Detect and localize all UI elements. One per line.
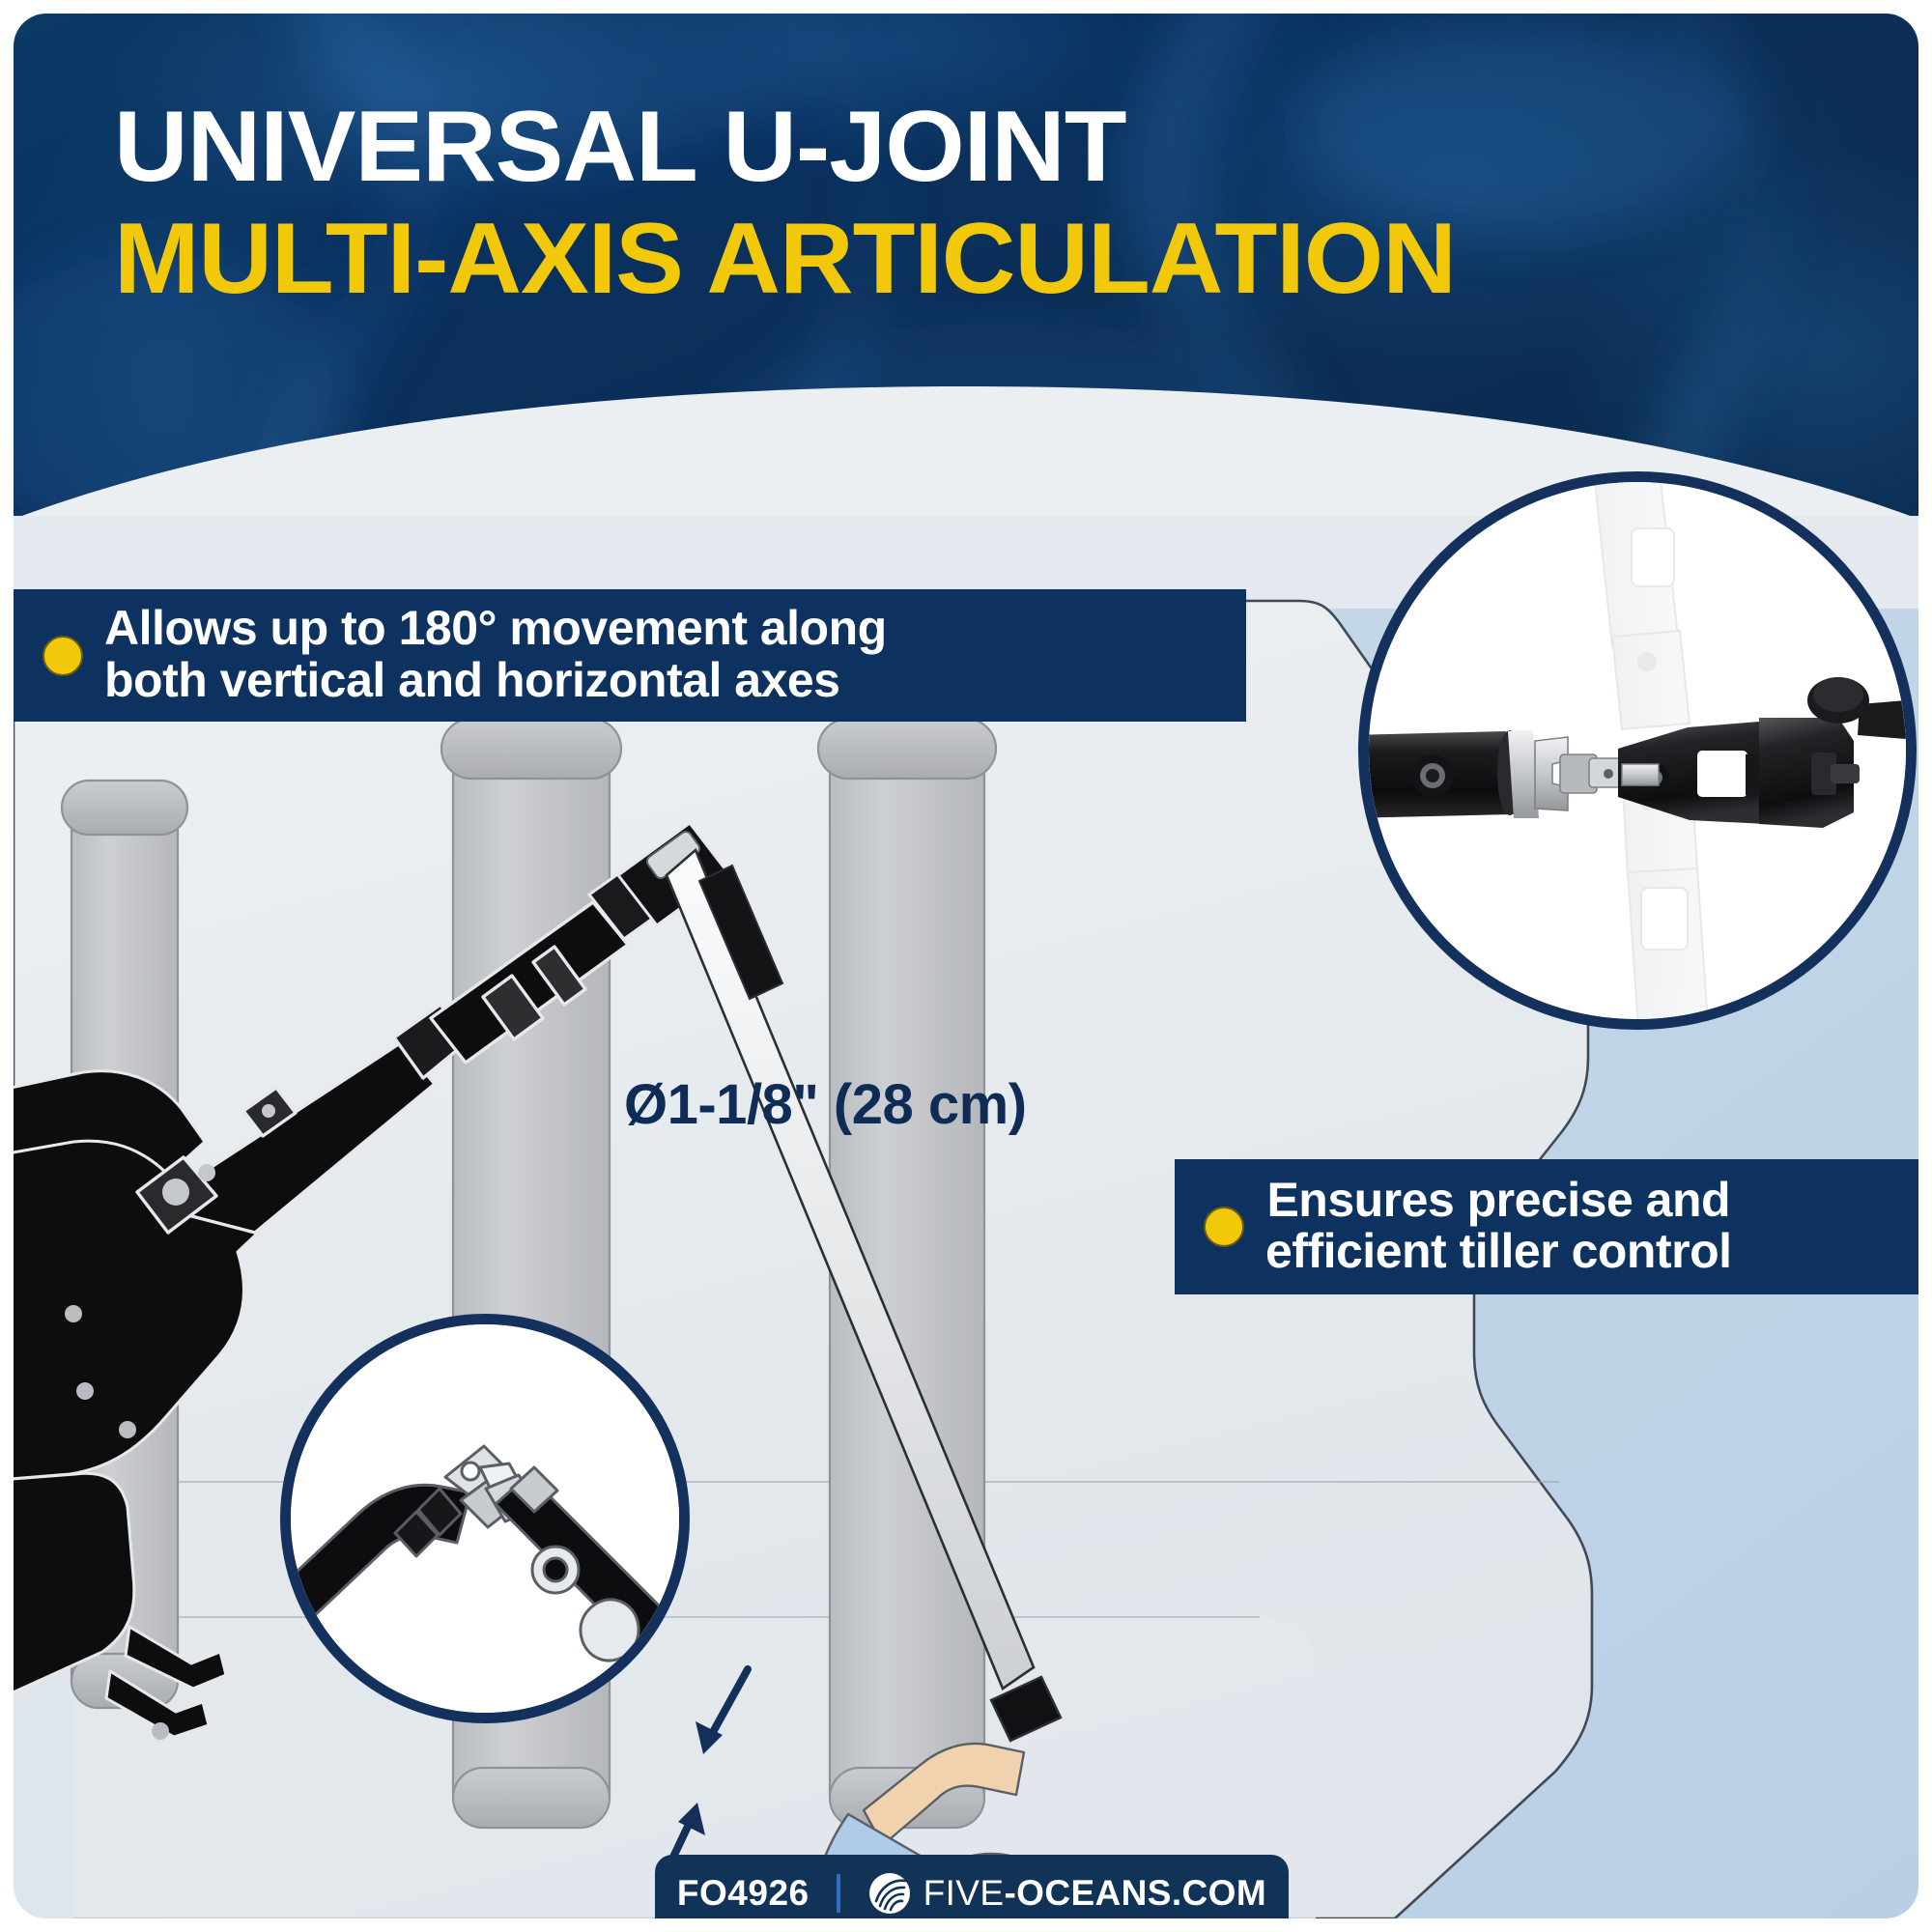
- brand-text: FIVE-OCEANS.COM: [923, 1873, 1266, 1914]
- page-title-line2: MULTI-AXIS ARTICULATION: [114, 203, 1457, 315]
- footer-bar: FO4926 FIVE-OCEANS.COM: [655, 1855, 1289, 1918]
- callout-2-line2: efficient tiller control: [1265, 1224, 1732, 1278]
- callout-2-line1: Ensures precise and: [1266, 1172, 1731, 1227]
- inset-u-joint-photo: [1358, 471, 1917, 1030]
- callout-precise-tiller-control: Ensures precise and efficient tiller con…: [1175, 1159, 1918, 1294]
- infographic-card: UNIVERSAL U-JOINT MULTI-AXIS ARTICULATIO…: [14, 14, 1918, 1918]
- header-banner: UNIVERSAL U-JOINT MULTI-AXIS ARTICULATIO…: [14, 14, 1918, 558]
- bullet-dot-icon: [1204, 1207, 1244, 1247]
- callout-allows-180-movement: Allows up to 180° movement along both ve…: [14, 589, 1246, 722]
- brand-suffix: -OCEANS.COM: [1004, 1873, 1267, 1913]
- left-barrel: [1369, 729, 1539, 818]
- page-title-line1: UNIVERSAL U-JOINT: [114, 91, 1127, 203]
- u-joint-photo-art: [1369, 482, 1906, 1019]
- extension-grip: [989, 1675, 1063, 1743]
- inset-u-joint-illustration: [280, 1314, 690, 1723]
- dimension-label: Ø1-1/8" (28 cm): [624, 1073, 1027, 1136]
- brand-prefix: FIVE: [923, 1873, 1005, 1913]
- u-joint-illustration-art: [291, 1324, 679, 1713]
- five-oceans-shell-icon: [868, 1873, 910, 1914]
- callout-1-line1: Allows up to 180° movement along: [104, 601, 887, 655]
- callout-2-text: Ensures precise and efficient tiller con…: [1265, 1172, 1732, 1278]
- callout-1-text: Allows up to 180° movement along both ve…: [104, 601, 887, 707]
- product-sku: FO4926: [676, 1873, 810, 1913]
- footer-divider: [836, 1874, 840, 1913]
- dimension-arrows: [655, 1665, 752, 1891]
- tiller-extension-shaft: [665, 847, 1036, 1690]
- bullet-dot-icon: [43, 635, 83, 676]
- tiller-arm: [135, 900, 630, 1235]
- brand-lockup: FIVE-OCEANS.COM: [867, 1871, 1266, 1916]
- callout-1-line2: both vertical and horizontal axes: [104, 652, 840, 707]
- header-title-block: UNIVERSAL U-JOINT MULTI-AXIS ARTICULATIO…: [114, 97, 1457, 309]
